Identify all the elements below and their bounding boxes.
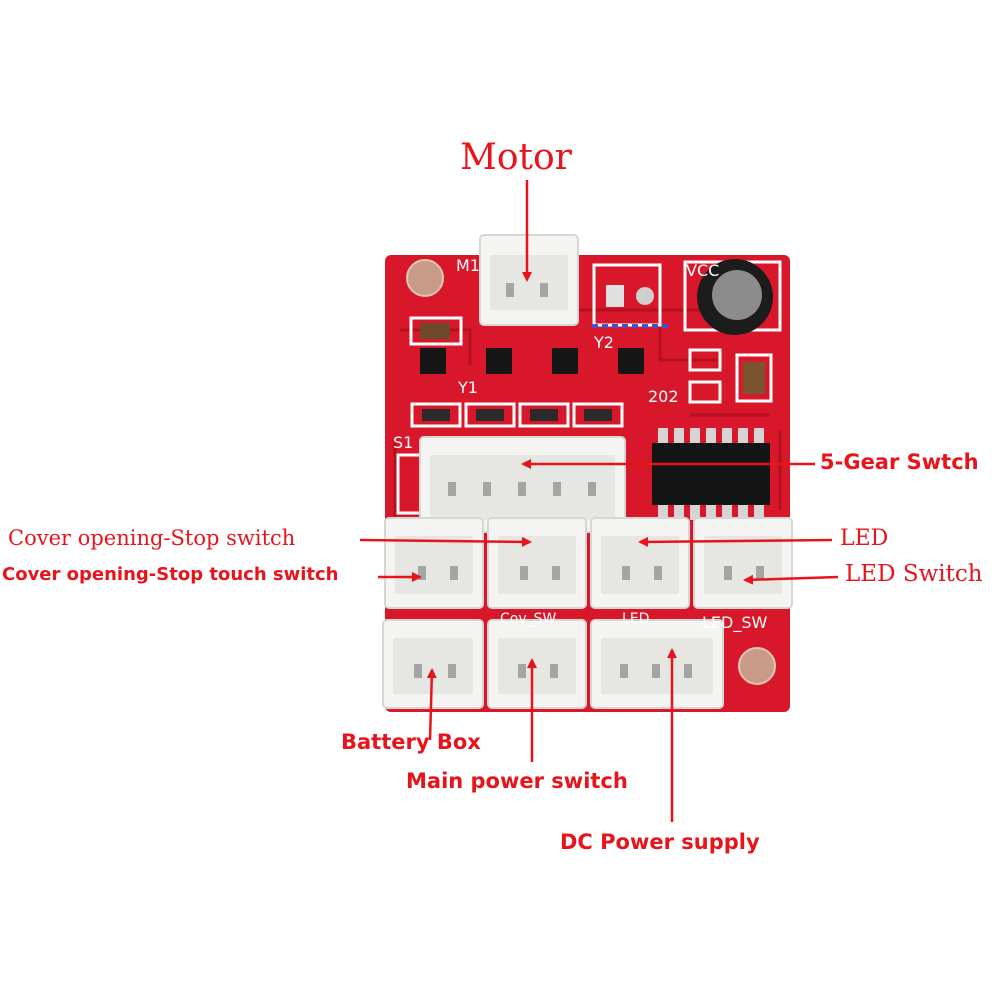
label-cover-stop-switch: Cover opening-Stop switch [8,526,296,550]
cover-touch-switch-connector [384,517,484,609]
label-gear-switch: 5-Gear Swtch [820,450,979,474]
silkscreen-y1: Y1 [457,378,478,397]
silkscreen-s1: S1 [393,433,413,452]
label-cover-stop-touch-switch: Cover opening-Stop touch switch [2,564,339,585]
mounting-hole [738,647,776,685]
silkscreen-cover-sw: Cov_SW [500,611,557,627]
silkscreen-led-sw: LED_SW [702,613,768,633]
silkscreen-y2: Y2 [593,333,614,352]
label-motor: Motor [460,137,572,178]
label-battery-box: Battery Box [341,730,481,754]
transistor [552,348,578,374]
silkscreen-202: 202 [648,387,679,406]
label-led: LED [840,526,889,551]
smd-resistor [420,323,450,339]
label-main-power-switch: Main power switch [406,769,628,793]
smd-outline [735,353,773,403]
diode-outline [688,348,722,372]
gear-switch-connector [419,436,626,533]
diode-outline [688,380,722,404]
capacitor-top [712,270,762,320]
mounting-hole [406,259,444,297]
transistor [618,348,644,374]
component-pad [606,285,624,307]
battery-box-arrow [426,668,437,741]
silkscreen-led: LED [622,611,649,627]
silkscreen-m1: M1 [456,256,480,275]
transistor-row [420,348,644,374]
label-led-switch: LED Switch [845,561,983,587]
main-power-switch-connector [487,619,587,709]
transistor [420,348,446,374]
resistor-row [410,402,624,428]
led-switch-arrow [743,574,839,585]
dc-power-supply-connector [590,619,724,709]
ic-chip [652,428,770,520]
transistor [486,348,512,374]
smd-capacitor [743,362,765,394]
cover-stop-switch-arrow [359,536,532,547]
cover-stop-switch-connector [487,517,587,609]
pcb-trace [393,413,782,520]
led-connector [590,517,690,609]
led-switch-connector [693,517,793,609]
battery-box-connector [382,619,484,709]
label-dc-power-supply: DC Power supply [560,830,760,854]
motor-connector [479,234,579,326]
callout-arrows [359,180,839,822]
silkscreen-vcc: VCC [686,261,719,280]
smd-outline [409,316,463,346]
led-arrow [638,536,833,547]
component-pad [636,287,654,305]
